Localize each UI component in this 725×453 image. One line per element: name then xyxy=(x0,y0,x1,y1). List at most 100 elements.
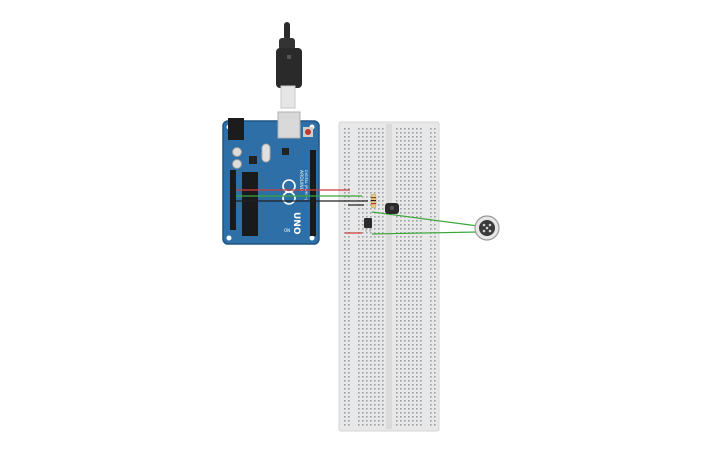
breadboard-hole[interactable] xyxy=(382,252,384,254)
breadboard-hole[interactable] xyxy=(362,140,364,142)
breadboard-hole[interactable] xyxy=(434,248,436,250)
breadboard-hole[interactable] xyxy=(408,344,410,346)
breadboard-hole[interactable] xyxy=(348,364,350,366)
breadboard-hole[interactable] xyxy=(378,268,380,270)
breadboard-hole[interactable] xyxy=(396,364,398,366)
breadboard-hole[interactable] xyxy=(366,364,368,366)
breadboard-hole[interactable] xyxy=(434,360,436,362)
breadboard-hole[interactable] xyxy=(420,228,422,230)
breadboard-hole[interactable] xyxy=(358,280,360,282)
breadboard-hole[interactable] xyxy=(374,360,376,362)
breadboard-hole[interactable] xyxy=(344,164,346,166)
breadboard-hole[interactable] xyxy=(370,328,372,330)
breadboard-hole[interactable] xyxy=(366,284,368,286)
breadboard-hole[interactable] xyxy=(374,140,376,142)
breadboard-hole[interactable] xyxy=(400,420,402,422)
breadboard-hole[interactable] xyxy=(416,308,418,310)
breadboard-hole[interactable] xyxy=(382,380,384,382)
wires[interactable] xyxy=(236,189,479,235)
breadboard-hole[interactable] xyxy=(358,140,360,142)
breadboard-hole[interactable] xyxy=(378,160,380,162)
breadboard-hole[interactable] xyxy=(366,212,368,214)
breadboard-hole[interactable] xyxy=(366,152,368,154)
breadboard-hole[interactable] xyxy=(366,420,368,422)
breadboard-hole[interactable] xyxy=(404,316,406,318)
breadboard-hole[interactable] xyxy=(374,232,376,234)
breadboard-hole[interactable] xyxy=(378,292,380,294)
breadboard-hole[interactable] xyxy=(378,196,380,198)
breadboard-hole[interactable] xyxy=(400,180,402,182)
breadboard-hole[interactable] xyxy=(400,336,402,338)
breadboard-hole[interactable] xyxy=(374,356,376,358)
breadboard-hole[interactable] xyxy=(358,248,360,250)
breadboard-hole[interactable] xyxy=(358,316,360,318)
breadboard-hole[interactable] xyxy=(382,364,384,366)
breadboard-hole[interactable] xyxy=(382,156,384,158)
breadboard-hole[interactable] xyxy=(400,164,402,166)
breadboard-hole[interactable] xyxy=(434,400,436,402)
breadboard-hole[interactable] xyxy=(412,168,414,170)
breadboard-hole[interactable] xyxy=(348,396,350,398)
breadboard-hole[interactable] xyxy=(400,424,402,426)
breadboard-hole[interactable] xyxy=(362,328,364,330)
breadboard-hole[interactable] xyxy=(366,248,368,250)
breadboard-hole[interactable] xyxy=(378,380,380,382)
breadboard-hole[interactable] xyxy=(378,348,380,350)
breadboard-hole[interactable] xyxy=(378,252,380,254)
breadboard-hole[interactable] xyxy=(404,176,406,178)
breadboard-hole[interactable] xyxy=(416,204,418,206)
breadboard-hole[interactable] xyxy=(348,228,350,230)
breadboard-hole[interactable] xyxy=(348,196,350,198)
breadboard-hole[interactable] xyxy=(378,340,380,342)
breadboard-hole[interactable] xyxy=(416,200,418,202)
breadboard-hole[interactable] xyxy=(420,416,422,418)
breadboard-hole[interactable] xyxy=(400,264,402,266)
breadboard-hole[interactable] xyxy=(374,220,376,222)
breadboard-hole[interactable] xyxy=(408,240,410,242)
breadboard-hole[interactable] xyxy=(358,312,360,314)
breadboard-hole[interactable] xyxy=(374,404,376,406)
breadboard-hole[interactable] xyxy=(396,156,398,158)
power-analog-header[interactable] xyxy=(230,170,236,230)
breadboard-hole[interactable] xyxy=(374,128,376,130)
breadboard-hole[interactable] xyxy=(348,384,350,386)
breadboard-hole[interactable] xyxy=(420,132,422,134)
breadboard-hole[interactable] xyxy=(370,184,372,186)
breadboard-hole[interactable] xyxy=(366,148,368,150)
breadboard-hole[interactable] xyxy=(430,288,432,290)
breadboard-hole[interactable] xyxy=(400,300,402,302)
breadboard-hole[interactable] xyxy=(408,136,410,138)
breadboard-hole[interactable] xyxy=(370,372,372,374)
breadboard-hole[interactable] xyxy=(382,236,384,238)
breadboard-hole[interactable] xyxy=(396,292,398,294)
breadboard-hole[interactable] xyxy=(404,400,406,402)
breadboard-hole[interactable] xyxy=(366,320,368,322)
breadboard-hole[interactable] xyxy=(430,188,432,190)
breadboard-hole[interactable] xyxy=(430,304,432,306)
breadboard-hole[interactable] xyxy=(348,308,350,310)
breadboard-hole[interactable] xyxy=(366,380,368,382)
breadboard-hole[interactable] xyxy=(370,132,372,134)
breadboard-hole[interactable] xyxy=(430,260,432,262)
breadboard-hole[interactable] xyxy=(374,336,376,338)
breadboard-hole[interactable] xyxy=(374,368,376,370)
breadboard-hole[interactable] xyxy=(358,264,360,266)
breadboard-hole[interactable] xyxy=(374,376,376,378)
breadboard-hole[interactable] xyxy=(366,296,368,298)
breadboard-hole[interactable] xyxy=(362,260,364,262)
breadboard-hole[interactable] xyxy=(408,296,410,298)
breadboard-hole[interactable] xyxy=(404,140,406,142)
breadboard-hole[interactable] xyxy=(404,192,406,194)
breadboard-hole[interactable] xyxy=(362,220,364,222)
breadboard-hole[interactable] xyxy=(404,240,406,242)
breadboard-hole[interactable] xyxy=(378,192,380,194)
breadboard-hole[interactable] xyxy=(366,128,368,130)
breadboard-hole[interactable] xyxy=(370,404,372,406)
breadboard-hole[interactable] xyxy=(344,412,346,414)
breadboard-hole[interactable] xyxy=(434,300,436,302)
breadboard-hole[interactable] xyxy=(344,312,346,314)
breadboard-hole[interactable] xyxy=(404,236,406,238)
breadboard-hole[interactable] xyxy=(348,404,350,406)
usb-cable[interactable] xyxy=(276,22,302,109)
microphone[interactable] xyxy=(474,215,500,241)
